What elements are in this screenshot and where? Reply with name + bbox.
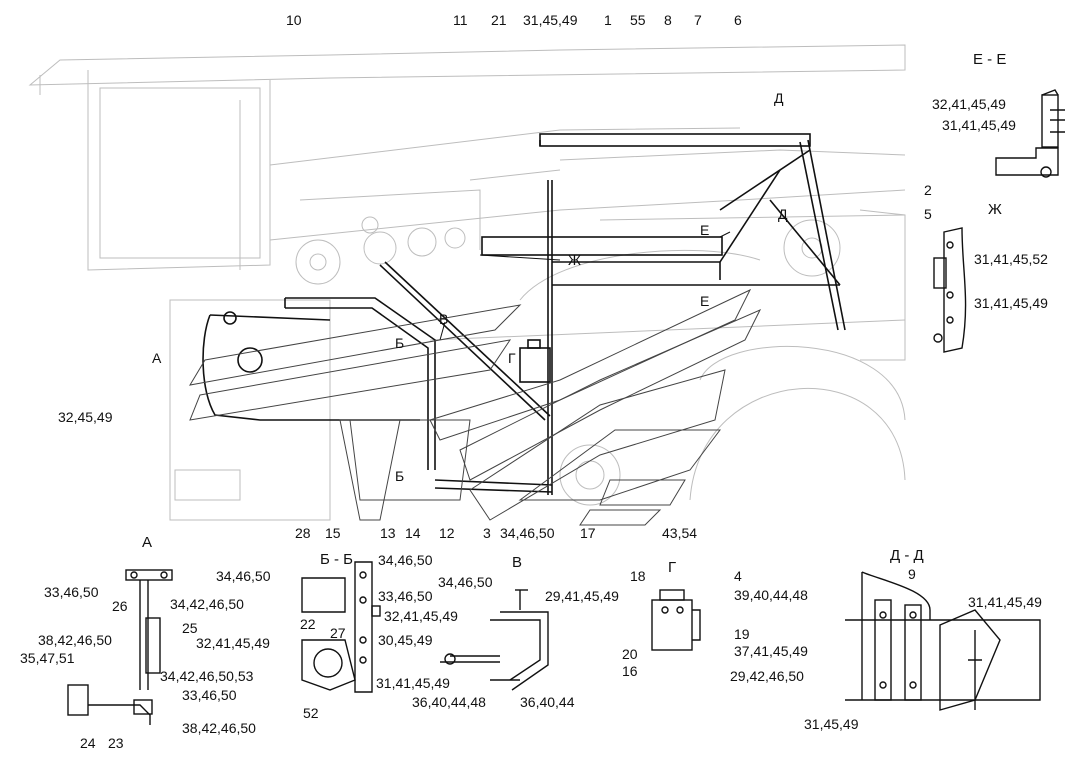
view-ee-callout-1: 32,41,45,49 — [932, 96, 1006, 112]
view-bb-title: Б - Б — [320, 551, 354, 568]
view-g-callout-2: 4 — [734, 568, 742, 584]
view-g-callout-8: 29,42,46,50 — [730, 668, 804, 684]
view-dd-callout-3: 31,45,49 — [804, 716, 859, 732]
view-g-title: Г — [668, 559, 677, 576]
view-g-callout-6: 20 — [622, 646, 638, 662]
callout-2: 2 — [924, 182, 932, 198]
section-mark-zh: Ж — [568, 252, 581, 268]
view-a-callout-8: 33,46,50 — [182, 687, 237, 703]
view-dd-callout-1: 9 — [908, 566, 916, 582]
view-bb-callout-8: 30,45,49 — [378, 632, 433, 648]
view-a-detail — [67, 569, 173, 725]
view-v-callout-1: 34,46,50 — [438, 574, 493, 590]
callout-43-54: 43,54 — [662, 525, 698, 541]
section-mark-d-top: Д — [774, 90, 784, 106]
callout-1: 1 — [604, 12, 612, 28]
view-zh-detail — [933, 227, 967, 353]
callout-28: 28 — [295, 525, 311, 541]
view-v-callout-4: 36,40,44 — [520, 694, 575, 710]
callout-6: 6 — [734, 12, 742, 28]
background-machine-outline — [28, 44, 906, 521]
view-a-callout-9: 24 — [80, 735, 96, 751]
view-bb-callout-3: 32,41,45,49 — [384, 608, 458, 624]
view-bb-callout-7: 27 — [330, 625, 346, 641]
view-bb-callout-2: 33,46,50 — [378, 588, 433, 604]
view-v-callout-3: 36,40,44,48 — [412, 694, 486, 710]
callout-10: 10 — [286, 12, 302, 28]
section-mark-b-lower: Б — [395, 468, 405, 484]
view-a-callout-2: 26 — [112, 598, 128, 614]
callout-7: 7 — [694, 12, 702, 28]
view-bb-callout-5: 32,41,45,49 — [196, 635, 270, 651]
view-g-callout-7: 16 — [622, 663, 638, 679]
main-linework — [202, 133, 846, 495]
view-bb-callout-9: 31,41,45,49 — [376, 675, 450, 691]
view-dd-callout-2: 31,41,45,49 — [968, 594, 1042, 610]
view-a-callout-5: 38,42,46,50 — [38, 632, 112, 648]
section-mark-d-right: Д — [778, 206, 788, 222]
callout-12: 12 — [439, 525, 455, 541]
view-v-title: В — [512, 554, 523, 571]
section-mark-e-lower: Е — [700, 293, 710, 309]
view-a-callout-10: 23 — [108, 735, 124, 751]
view-dd-detail — [845, 571, 1041, 711]
view-bb-callout-4: 34,46,50 — [216, 568, 271, 584]
view-a-callout-11: 38,42,46,50 — [182, 720, 256, 736]
view-a-callout-7: 34,42,46,50,53 — [160, 668, 254, 684]
section-mark-v: В — [439, 311, 449, 327]
view-a-callout-1: 33,46,50 — [44, 584, 99, 600]
view-a-callout-4: 25 — [182, 620, 198, 636]
view-g-detail — [651, 589, 701, 651]
view-ee-title: Е - Е — [973, 51, 1007, 68]
view-zh-title: Ж — [988, 201, 1002, 218]
callout-11: 11 — [453, 12, 468, 28]
view-bb-callout-6: 22 — [300, 616, 316, 632]
view-bb-detail — [301, 561, 381, 693]
callout-3: 3 — [483, 525, 491, 541]
callout-31-45-49: 31,45,49 — [523, 12, 578, 28]
section-mark-g: Г — [508, 350, 516, 366]
section-mark-a: А — [152, 350, 162, 366]
view-zh-callout-2: 31,41,45,49 — [974, 295, 1048, 311]
view-bb-callout-10: 52 — [303, 705, 319, 721]
callout-14: 14 — [405, 525, 421, 541]
view-v-callout-2: 29,41,45,49 — [545, 588, 619, 604]
view-g-callout-3: 39,40,44,48 — [734, 587, 808, 603]
view-g-callout-5: 37,41,45,49 — [734, 643, 808, 659]
section-mark-e-upper: Е — [700, 222, 710, 238]
view-ee-detail — [995, 89, 1065, 178]
section-mark-b-upper: Б — [395, 335, 405, 351]
view-a-title: А — [142, 534, 153, 551]
callout-55: 55 — [630, 12, 646, 28]
view-ee-callout-2: 31,41,45,49 — [942, 117, 1016, 133]
view-dd-title: Д - Д — [890, 547, 924, 564]
callout-13: 13 — [380, 525, 396, 541]
view-a-callout-6: 35,47,51 — [20, 650, 75, 666]
view-bb-callout-1: 34,46,50 — [378, 552, 433, 568]
callout-34-46-50: 34,46,50 — [500, 525, 555, 541]
callout-8: 8 — [664, 12, 672, 28]
panel-outlines — [189, 288, 762, 526]
callout-32-45-49: 32,45,49 — [58, 409, 113, 425]
callout-21: 21 — [491, 12, 507, 28]
view-zh-callout-1: 31,41,45,52 — [974, 251, 1048, 267]
view-v-detail — [440, 589, 549, 691]
callout-17: 17 — [580, 525, 596, 541]
callout-5: 5 — [924, 206, 932, 222]
view-g-callout-4: 19 — [734, 626, 750, 642]
view-g-callout-1: 18 — [630, 568, 646, 584]
view-a-callout-3: 34,42,46,50 — [170, 596, 244, 612]
callout-15: 15 — [325, 525, 341, 541]
